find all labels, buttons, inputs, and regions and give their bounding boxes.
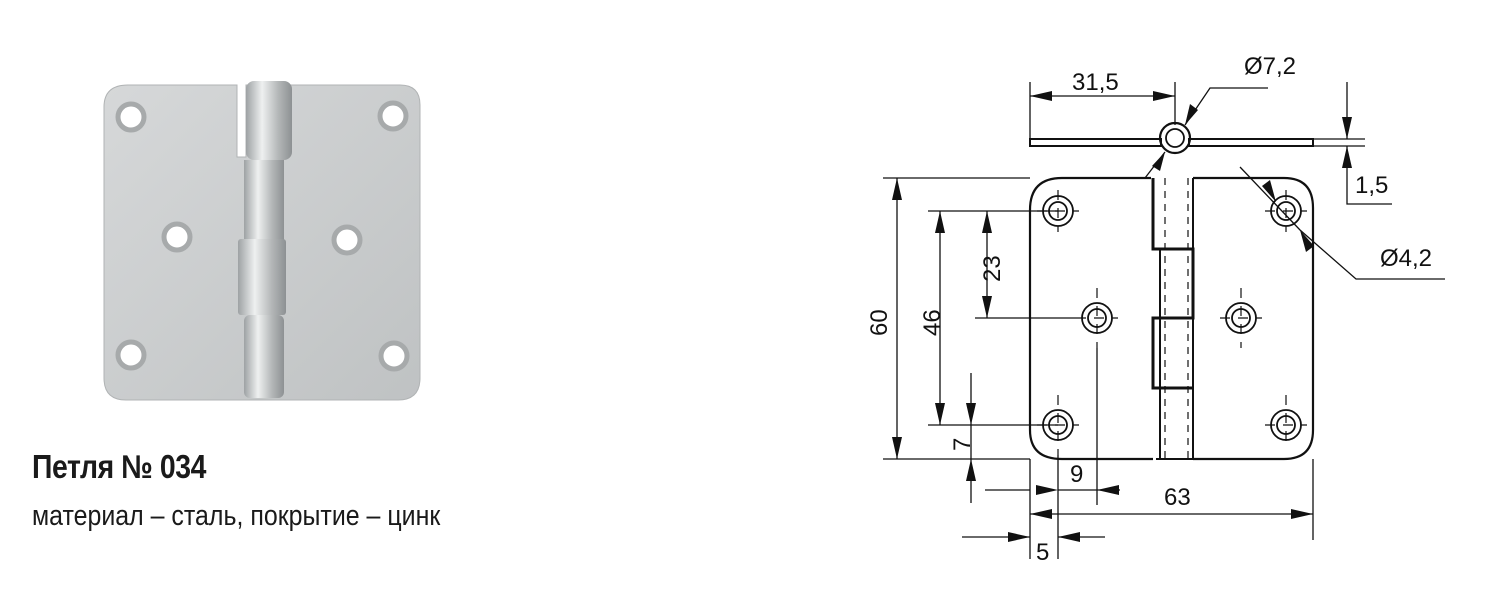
knuckle-middle (238, 239, 286, 315)
technical-drawing: 31,5 Ø7,2 1,5 Ø4,2 60 46 23 7 9 63 5 (866, 53, 1445, 566)
dim-pin-diameter: Ø7,2 (1244, 53, 1296, 80)
mounting-holes (1037, 190, 1307, 455)
product-title: Петля № 034 (32, 448, 206, 485)
dim-edge-offset: 5 (1036, 539, 1049, 566)
product-description: материал – сталь, покрытие – цинк (32, 500, 441, 532)
dim-hole-diameter: Ø4,2 (1380, 245, 1432, 272)
knuckle-top (246, 81, 292, 160)
dim-bottom-offset: 7 (949, 438, 976, 451)
dim-height: 60 (866, 309, 893, 336)
hinge-photo (103, 81, 421, 401)
dim-pin-offset: 31,5 (1072, 69, 1119, 96)
dimension-lines (883, 82, 1445, 559)
dim-middle-offset: 23 (979, 255, 1006, 282)
dimension-labels: 31,5 Ø7,2 1,5 Ø4,2 60 46 23 7 9 63 5 (866, 53, 1432, 566)
dim-thickness: 1,5 (1355, 172, 1388, 199)
dim-middle-horizontal: 9 (1070, 461, 1083, 488)
front-view (1028, 176, 1315, 461)
dim-width: 63 (1164, 484, 1191, 511)
side-view (1029, 121, 1314, 155)
dim-hole-spacing: 46 (919, 309, 946, 336)
